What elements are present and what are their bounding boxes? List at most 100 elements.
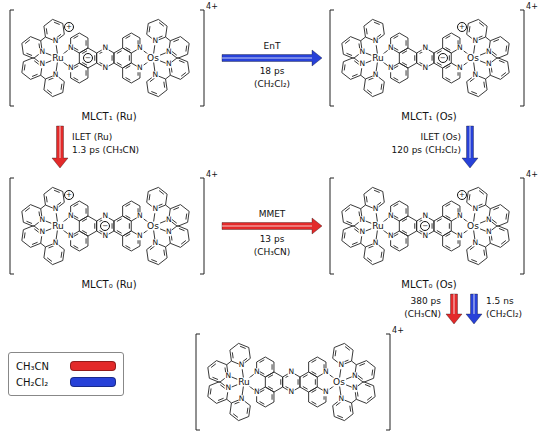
process-label: 1.5 ns: [486, 297, 514, 306]
bond-line: [469, 194, 471, 200]
process-arrow: [466, 294, 482, 324]
bracket: [330, 178, 334, 274]
bond-line: [159, 191, 164, 195]
atom-label: N: [39, 216, 46, 224]
bond-line: [112, 223, 113, 228]
state-label: MLCT₀ (Os): [401, 280, 456, 290]
bond-line: [374, 190, 380, 192]
process-arrow: [222, 50, 322, 66]
atom-label: N: [472, 37, 479, 45]
bond-line: [449, 55, 450, 60]
bond-line: [352, 399, 357, 403]
atom-label: N: [39, 48, 46, 56]
bond-line: [74, 47, 79, 50]
bond-line: [166, 205, 171, 209]
legend-row: CH₂Cl₂: [16, 374, 116, 390]
atom-label: N: [338, 361, 345, 369]
arrow-highlight: [469, 126, 471, 158]
bond-line: [352, 242, 358, 244]
molecule-structure: 4+RuOsNNNNNNNNNNNNNN+−MLCT₀ (Os): [324, 170, 540, 292]
bond-line: [406, 70, 407, 75]
bond-line: [432, 223, 433, 228]
atom-label: N: [351, 372, 358, 380]
arrow-body: [222, 218, 322, 234]
bond-line: [61, 252, 63, 258]
bond-line: [365, 384, 371, 386]
bond-line: [446, 245, 451, 248]
bond-line: [315, 379, 316, 384]
bond-line: [240, 346, 246, 348]
bond-line: [346, 53, 352, 55]
bond-line: [94, 55, 95, 60]
bond-line: [74, 234, 79, 237]
bond-line: [367, 396, 372, 400]
atom-label: N: [457, 44, 464, 52]
atom-label: N: [253, 368, 260, 376]
process-label: ILET (Os): [420, 133, 461, 142]
bond-line: [381, 84, 383, 90]
bond-line: [179, 228, 185, 230]
bond-line: [41, 75, 46, 79]
ion-charge: +: [457, 22, 467, 32]
charge-label: 4+: [392, 327, 404, 335]
atom-label: N: [225, 372, 232, 380]
bond-line: [501, 72, 506, 76]
bond-line: [499, 228, 505, 230]
bond-line: [126, 245, 131, 248]
atom-label: N: [102, 64, 109, 72]
atom-label: N: [422, 64, 429, 72]
ion-charge: −: [100, 221, 110, 231]
bond-line: [41, 37, 46, 41]
rate-label: (CH₃CN): [404, 310, 441, 319]
metal-label: Ru: [371, 222, 385, 231]
bond-line: [54, 22, 60, 24]
bond-line: [352, 361, 357, 365]
bond-line: [432, 55, 433, 60]
bond-line: [344, 64, 346, 70]
bond-line: [74, 77, 79, 80]
arrow-body: [222, 50, 322, 66]
bond-line: [74, 36, 79, 39]
molecule-skeleton: [330, 10, 524, 106]
bond-line: [272, 394, 273, 399]
bond-line: [501, 240, 506, 244]
bond-line: [25, 40, 30, 44]
bond-line: [394, 36, 399, 39]
rate-label: 1.3 ps (CH₃CN): [72, 146, 139, 155]
metal-label: Os: [466, 222, 480, 231]
ion-charge: +: [457, 190, 467, 200]
bond-line: [358, 376, 363, 380]
atom-label: N: [102, 44, 109, 52]
bond-line: [41, 205, 46, 209]
process-label: 380 ps: [411, 297, 441, 306]
bond-line: [349, 406, 351, 412]
bond-line: [54, 190, 60, 192]
bond-line: [479, 23, 484, 27]
process-label: ILET (Ru): [72, 133, 112, 142]
atom-label: N: [457, 212, 464, 220]
arrow-highlight: [453, 294, 455, 314]
bond-line: [446, 234, 451, 237]
bond-line: [112, 55, 113, 60]
legend-row: CH₃CN: [16, 358, 116, 374]
bond-line: [24, 64, 26, 70]
metal-label: Ru: [371, 54, 385, 63]
bond-line: [446, 47, 451, 50]
atom-label: N: [472, 71, 479, 79]
bond-line: [151, 91, 157, 93]
bond-line: [173, 207, 179, 209]
bond-line: [312, 390, 317, 393]
atom-label: N: [359, 61, 366, 69]
bond-line: [366, 196, 368, 202]
atom-label: N: [323, 368, 330, 376]
atom-label: N: [102, 232, 109, 240]
bond-line: [210, 388, 212, 394]
bracket: [386, 334, 390, 430]
bond-line: [381, 252, 383, 258]
bond-line: [86, 238, 87, 243]
arrow-highlight: [222, 225, 312, 227]
bond-line: [126, 47, 131, 50]
atom-label: N: [39, 61, 46, 69]
atom-label: N: [359, 48, 366, 56]
bond-line: [117, 219, 122, 222]
